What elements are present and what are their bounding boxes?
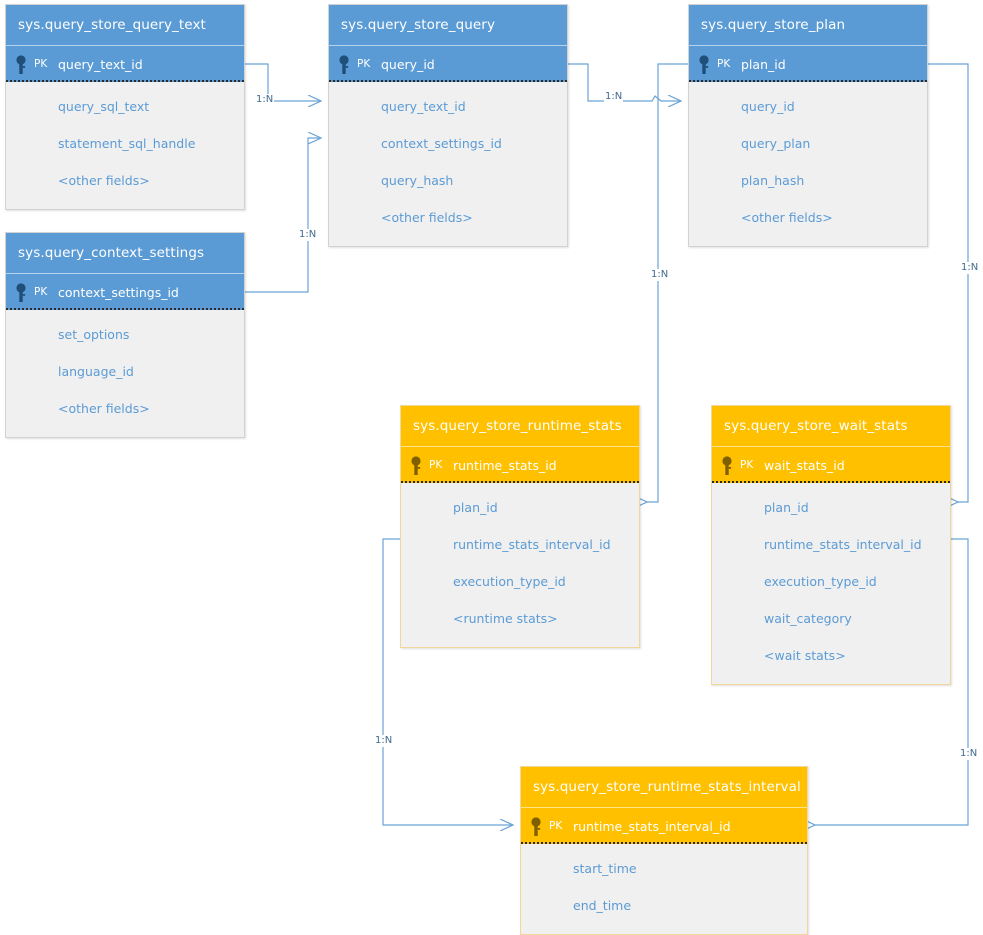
key-icon — [722, 456, 735, 476]
entity-field: <runtime stats> — [453, 611, 558, 626]
key-icon — [16, 283, 29, 303]
entity-field: plan_id — [453, 500, 498, 515]
key-icon — [699, 55, 712, 75]
entity-field: execution_type_id — [764, 574, 877, 589]
entity-title: sys.query_store_runtime_stats — [401, 406, 639, 446]
entity-field-list: plan_id runtime_stats_interval_id execut… — [712, 483, 950, 684]
entity-field: end_time — [573, 898, 632, 913]
entity-query-store-runtime-stats-interval[interactable]: sys.query_store_runtime_stats_interval P… — [520, 766, 808, 935]
pk-badge: PK — [429, 459, 443, 471]
entity-field-list: start_time end_time — [521, 844, 807, 934]
entity-field: query_hash — [381, 173, 454, 188]
cardinality-label: 1:N — [650, 269, 670, 281]
entity-field: start_time — [573, 861, 637, 876]
cardinality-label: 1:N — [960, 262, 980, 274]
pk-field-name: runtime_stats_interval_id — [573, 819, 731, 834]
pk-badge: PK — [549, 820, 563, 832]
entity-title: sys.query_store_query — [329, 5, 567, 45]
entity-pk-row[interactable]: PK query_id — [329, 45, 567, 82]
entity-title: sys.query_store_query_text — [6, 5, 244, 45]
pk-field-name: wait_stats_id — [764, 458, 845, 473]
pk-field-name: query_text_id — [58, 57, 143, 72]
pk-field-name: plan_id — [741, 57, 786, 72]
pk-field-name: query_id — [381, 57, 435, 72]
entity-field: context_settings_id — [381, 136, 502, 151]
entity-field: query_id — [741, 99, 795, 114]
entity-query-store-query-text[interactable]: sys.query_store_query_text PK query_text… — [5, 4, 245, 210]
pk-field-name: context_settings_id — [58, 285, 179, 300]
entity-query-store-plan[interactable]: sys.query_store_plan PK plan_id query_id… — [688, 4, 928, 247]
entity-field: plan_hash — [741, 173, 805, 188]
entity-field-list: plan_id runtime_stats_interval_id execut… — [401, 483, 639, 647]
entity-field: language_id — [58, 364, 134, 379]
connector-interval-wait — [815, 538, 969, 825]
pk-badge: PK — [357, 58, 371, 70]
cardinality-label: 1:N — [959, 748, 979, 760]
cardinality-label: 1:N — [604, 91, 624, 103]
entity-pk-row[interactable]: PK plan_id — [689, 45, 927, 82]
entity-field: <other fields> — [741, 210, 833, 225]
connector-query-text — [245, 63, 321, 101]
entity-query-store-query[interactable]: sys.query_store_query PK query_id query_… — [328, 4, 568, 247]
entity-field: <other fields> — [58, 401, 150, 416]
entity-field-list: set_options language_id <other fields> — [6, 310, 244, 437]
entity-query-store-runtime-stats[interactable]: sys.query_store_runtime_stats PK runtime… — [400, 405, 640, 648]
entity-pk-row[interactable]: PK wait_stats_id — [712, 446, 950, 483]
entity-field: query_plan — [741, 136, 811, 151]
entity-field: query_sql_text — [58, 99, 150, 114]
entity-pk-row[interactable]: PK context_settings_id — [6, 273, 244, 310]
entity-pk-row[interactable]: PK runtime_stats_id — [401, 446, 639, 483]
entity-field-list: query_sql_text statement_sql_handle <oth… — [6, 82, 244, 209]
connector-plan-runtime — [647, 63, 688, 502]
entity-field: execution_type_id — [453, 574, 566, 589]
entity-field-list: query_text_id context_settings_id query_… — [329, 82, 567, 246]
entity-field: runtime_stats_interval_id — [764, 537, 922, 552]
cardinality-label: 1:N — [255, 94, 275, 106]
pk-field-name: runtime_stats_id — [453, 458, 557, 473]
cardinality-label: 1:N — [298, 229, 318, 241]
entity-field: wait_category — [764, 611, 852, 626]
entity-field: <other fields> — [381, 210, 473, 225]
connector-query-plan — [568, 63, 681, 101]
key-icon — [339, 55, 352, 75]
entity-field: set_options — [58, 327, 130, 342]
entity-title: sys.query_store_wait_stats — [712, 406, 950, 446]
entity-query-context-settings[interactable]: sys.query_context_settings PK context_se… — [5, 232, 245, 438]
pk-badge: PK — [717, 58, 731, 70]
connector-plan-wait — [928, 63, 969, 502]
entity-query-store-wait-stats[interactable]: sys.query_store_wait_stats PK wait_stats… — [711, 405, 951, 685]
entity-pk-row[interactable]: PK query_text_id — [6, 45, 244, 82]
cardinality-label: 1:N — [374, 735, 394, 747]
entity-field: query_text_id — [381, 99, 466, 114]
key-icon — [16, 55, 29, 75]
entity-title: sys.query_context_settings — [6, 233, 244, 273]
entity-field: plan_id — [764, 500, 809, 515]
entity-pk-row[interactable]: PK runtime_stats_interval_id — [521, 807, 807, 844]
entity-field-list: query_id query_plan plan_hash <other fie… — [689, 82, 927, 246]
key-icon — [411, 456, 424, 476]
key-icon — [531, 817, 544, 837]
entity-field: statement_sql_handle — [58, 136, 196, 151]
connector-interval-runtime — [382, 538, 513, 825]
pk-badge: PK — [740, 459, 754, 471]
pk-badge: PK — [34, 58, 48, 70]
entity-field: <wait stats> — [764, 648, 846, 663]
entity-field: runtime_stats_interval_id — [453, 537, 611, 552]
connector-context-settings — [245, 138, 321, 293]
entity-field: <other fields> — [58, 173, 150, 188]
entity-title: sys.query_store_runtime_stats_interval — [521, 767, 807, 807]
pk-badge: PK — [34, 286, 48, 298]
entity-title: sys.query_store_plan — [689, 5, 927, 45]
